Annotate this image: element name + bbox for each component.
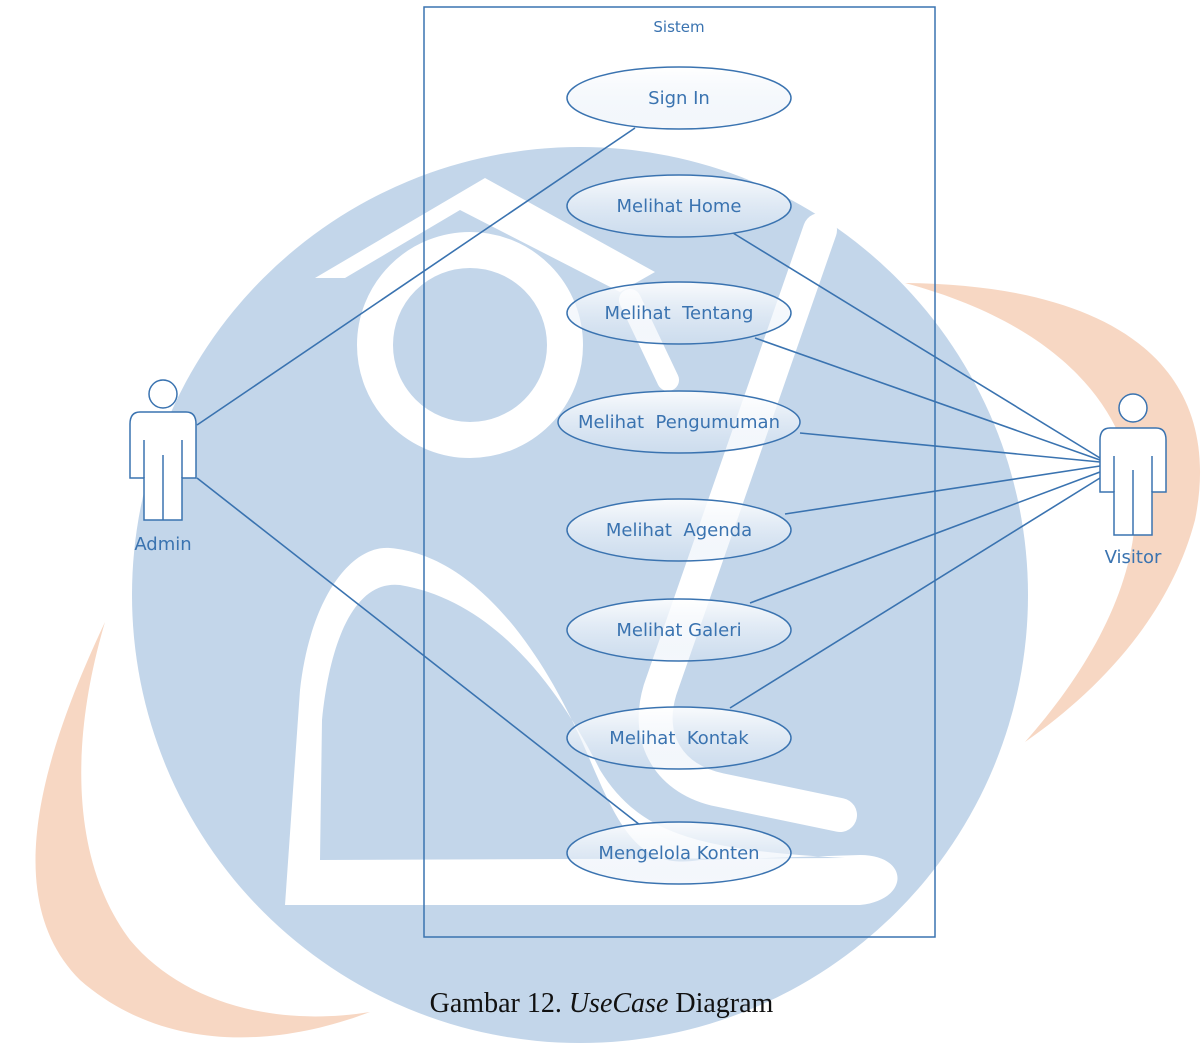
use-case-melihat-agenda: Melihat Agenda — [566, 498, 792, 562]
caption-italic: UseCase — [568, 988, 669, 1019]
use-case-ellipse — [566, 498, 792, 562]
use-case-label: Melihat Galeri — [616, 620, 741, 641]
use-case-label: Melihat Tentang — [605, 303, 754, 324]
use-case-mengelola-konten: Mengelola Konten — [566, 821, 792, 885]
association-admin-sign-in — [196, 127, 636, 426]
association-admin-mengelola-konten — [196, 477, 641, 826]
association-visitor-melihat-pengumuman — [799, 432, 1101, 463]
use-case-ellipse — [566, 821, 792, 885]
actor-admin — [129, 379, 197, 521]
watermark-orange-arc-left — [35, 622, 370, 1038]
use-case-label: Sign In — [648, 88, 710, 109]
use-case-ellipse — [566, 174, 792, 238]
use-case-sign-in: Sign In — [566, 66, 792, 130]
use-case-melihat-home: Melihat Home — [566, 174, 792, 238]
association-visitor-melihat-agenda — [784, 465, 1101, 515]
associations — [196, 127, 1101, 826]
use-case-ellipse — [566, 598, 792, 662]
use-cases: Sign In Melihat Home Melihat Tentang Mel… — [557, 66, 801, 885]
watermark-circle — [132, 147, 1028, 1043]
actor-admin-label: Admin — [134, 534, 191, 555]
use-case-ellipse — [566, 706, 792, 770]
figure-caption: Gambar 12. UseCase Diagram — [0, 988, 1203, 1020]
actor-head-icon — [148, 379, 178, 409]
use-case-ellipse — [566, 66, 792, 130]
system-boundary: Sistem — [423, 6, 936, 938]
use-case-melihat-galeri: Melihat Galeri — [566, 598, 792, 662]
use-case-label: Melihat Kontak — [609, 728, 749, 749]
association-visitor-melihat-kontak — [729, 477, 1101, 709]
watermark-cap — [315, 178, 655, 292]
association-visitor-melihat-home — [732, 232, 1101, 459]
use-case-ellipse — [557, 390, 801, 454]
use-case-label: Mengelola Konten — [598, 843, 759, 864]
use-case-melihat-kontak: Melihat Kontak — [566, 706, 792, 770]
system-label: Sistem — [653, 18, 704, 36]
use-case-label: Melihat Pengumuman — [578, 412, 780, 433]
caption-suffix: Diagram — [668, 988, 774, 1019]
association-visitor-melihat-tentang — [754, 337, 1101, 461]
watermark-logo — [35, 147, 1201, 1043]
watermark-body — [285, 547, 898, 905]
use-case-melihat-tentang: Melihat Tentang — [566, 281, 792, 345]
association-visitor-melihat-galeri — [749, 471, 1101, 604]
use-case-melihat-pengumuman: Melihat Pengumuman — [557, 390, 801, 454]
use-case-label: Melihat Agenda — [606, 520, 752, 541]
system-boundary-box — [423, 6, 936, 938]
actor-visitor-label: Visitor — [1105, 547, 1162, 568]
use-case-label: Melihat Home — [617, 196, 742, 217]
use-case-ellipse — [566, 281, 792, 345]
watermark-head-ring — [357, 232, 583, 458]
actor-head-icon — [1118, 393, 1148, 423]
caption-prefix: Gambar 12. — [429, 988, 569, 1019]
actor-visitor — [1099, 393, 1167, 536]
